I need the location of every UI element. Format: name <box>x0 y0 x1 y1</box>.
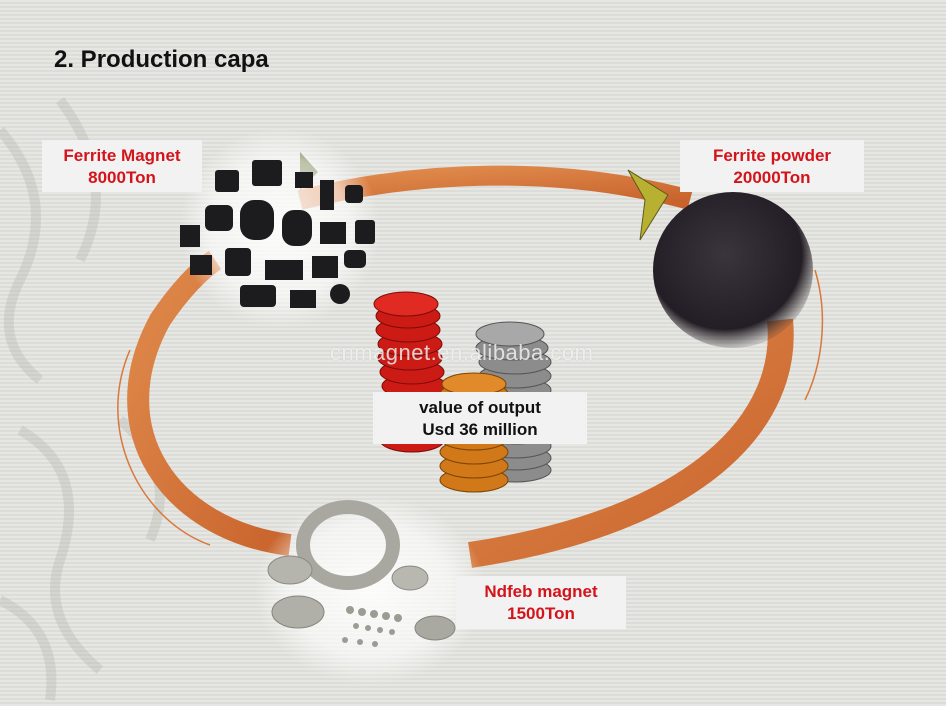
ferrite-powder-image <box>653 192 813 348</box>
output-value-line1: value of output <box>419 398 541 417</box>
watermark: cnmagnet.en.alibaba.com <box>330 340 594 365</box>
ferrite-magnet-amount: 8000Ton <box>88 168 156 187</box>
output-value-line2: Usd 36 million <box>422 420 538 439</box>
slide-title: 2. Production capa <box>54 46 269 73</box>
arrow-head-top <box>627 169 669 241</box>
ferrite-powder-amount: 20000Ton <box>733 168 811 187</box>
ferrite-powder-name: Ferrite powder <box>712 146 832 165</box>
ndfeb-magnet-name: Ndfeb magnet <box>484 582 598 601</box>
ferrite-powder-label: Ferrite powder 20000Ton <box>680 140 864 192</box>
ndfeb-magnet-image <box>255 495 485 685</box>
ferrite-magnet-image <box>180 128 380 328</box>
ferrite-magnet-label: Ferrite Magnet 8000Ton <box>42 140 202 192</box>
ferrite-magnet-name: Ferrite Magnet <box>63 146 181 165</box>
output-value-label: value of output Usd 36 million <box>373 392 587 444</box>
ndfeb-magnet-amount: 1500Ton <box>507 604 575 623</box>
ndfeb-magnet-label: Ndfeb magnet 1500Ton <box>456 576 626 629</box>
